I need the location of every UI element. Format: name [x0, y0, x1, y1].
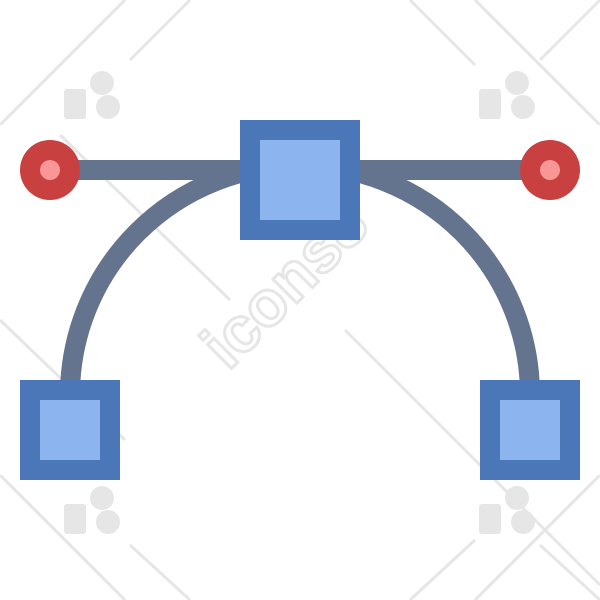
watermark-line	[538, 543, 600, 600]
watermark-line	[473, 0, 600, 127]
watermark-line	[128, 0, 192, 62]
watermark-logo	[479, 71, 535, 119]
watermark-logo	[64, 71, 120, 119]
watermark-logo	[64, 486, 120, 534]
watermark-logo	[479, 486, 535, 534]
watermark-line	[408, 538, 477, 600]
watermark-line	[0, 473, 127, 600]
watermark-line	[0, 0, 127, 127]
watermark-line	[128, 543, 192, 600]
node-fill	[500, 400, 560, 460]
top-anchor-node	[240, 120, 360, 240]
left-handle-icon	[20, 140, 80, 200]
right-handle-icon	[520, 140, 580, 200]
handle-inner	[40, 160, 60, 180]
watermark-line	[408, 0, 477, 67]
watermark-line	[343, 328, 600, 587]
watermark-line	[473, 473, 600, 600]
left-anchor-node	[20, 380, 120, 480]
node-fill	[260, 140, 340, 220]
handle-inner	[540, 160, 560, 180]
right-anchor-node	[480, 380, 580, 480]
node-fill	[40, 400, 100, 460]
watermark-line	[538, 0, 600, 62]
